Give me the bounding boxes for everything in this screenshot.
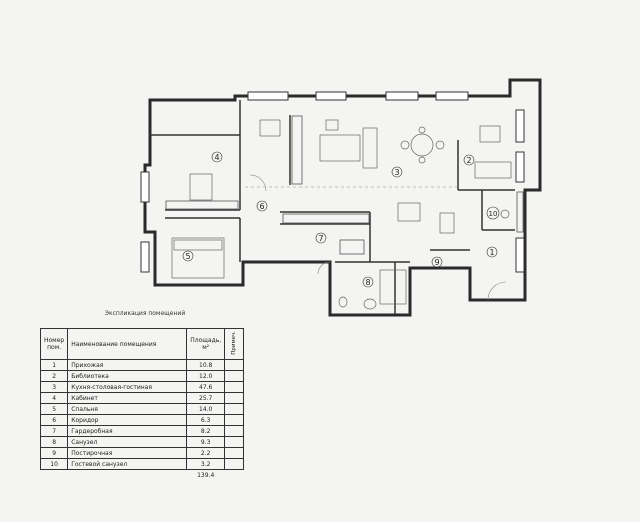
room-labels: 1 2 3 4 5 6 7 8 9 10 [182,151,500,288]
room-note [224,403,245,415]
room-number: 5 [39,403,69,415]
built-in-storage [165,115,524,255]
room-number: 8 [39,436,69,448]
room-name: Гостевой санузел [67,458,188,470]
table-title: Экспликация помещений [104,310,186,317]
interior-walls [150,100,515,315]
room-number: 9 [39,447,69,459]
room-label-10: 10 [489,210,498,218]
room-number: 10 [39,458,69,470]
room-area: 47.6 [186,381,226,393]
header-note: Примеч. [224,328,245,360]
room-number: 2 [39,370,69,382]
room-label-5: 5 [185,252,190,261]
room-note [224,425,245,437]
room-name: Кухня-столовая-гостиная [67,381,188,393]
room-area: 8.2 [186,425,226,437]
room-number: 1 [39,359,69,371]
room-area: 12.0 [186,370,226,382]
total-area: 139.4 [197,471,215,479]
exterior-walls [143,78,542,317]
room-area: 2.2 [186,447,226,459]
room-area: 10.8 [186,359,226,371]
room-note [224,359,245,371]
room-note [224,458,245,470]
room-area: 3.2 [186,458,226,470]
header-area: Площадь, м² [186,328,226,360]
room-label-1: 1 [489,248,494,257]
room-number: 4 [39,392,69,404]
room-name: Гардеробная [67,425,188,437]
room-name: Библиотека [67,370,188,382]
room-area: 6.3 [186,414,226,426]
room-name: Спальня [67,403,188,415]
room-area: 25.7 [186,392,226,404]
room-label-2: 2 [466,156,471,165]
room-name: Прихожая [67,359,188,371]
table-total-row: 139.4 [41,470,244,481]
room-schedule-table: Номер пом. Наименование помещения Площад… [39,328,245,481]
windows [140,91,525,273]
room-number: 3 [39,381,69,393]
room-label-6: 6 [259,202,264,211]
room-label-4: 4 [214,153,219,162]
room-note [224,381,245,393]
room-label-7: 7 [318,234,323,243]
room-area: 9.3 [186,436,226,448]
room-name: Кабинет [67,392,188,404]
room-note [224,447,245,459]
room-name: Санузел [67,436,188,448]
table-header-row: Номер пом. Наименование помещения Площад… [39,328,245,360]
room-name: Коридор [67,414,188,426]
header-number: Номер пом. [39,328,69,360]
furniture [171,119,512,310]
room-note [224,436,245,448]
room-number: 7 [39,425,69,437]
room-label-3: 3 [394,168,399,177]
room-area: 14.0 [186,403,226,415]
room-number: 6 [39,414,69,426]
room-note [224,392,245,404]
room-note [224,414,245,426]
room-label-9: 9 [434,258,439,267]
room-name: Постирочная [67,447,188,459]
header-name: Наименование помещения [67,328,188,360]
room-note [224,370,245,382]
room-label-8: 8 [365,278,370,287]
doors [249,174,507,301]
